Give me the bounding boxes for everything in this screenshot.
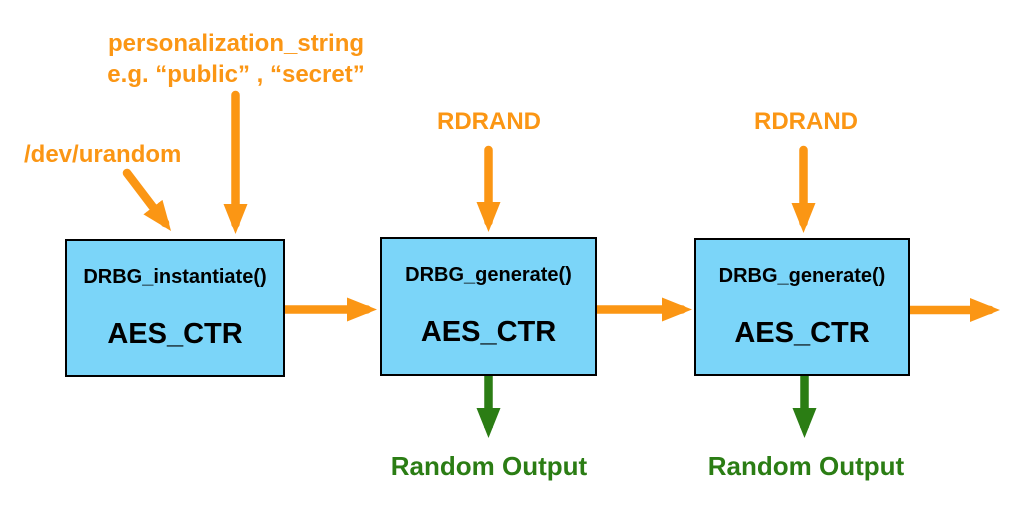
box2-function-label: DRBG_generate() xyxy=(405,264,572,286)
arrow-urandom-to-box1 xyxy=(122,168,172,231)
box3-function-label: DRBG_generate() xyxy=(718,265,886,287)
box3-algorithm-label: AES_CTR xyxy=(734,317,870,349)
box2-algorithm-label: AES_CTR xyxy=(420,316,557,348)
drbg-instantiate-box: DRBG_instantiate() AES_CTR xyxy=(65,239,285,377)
box1-algorithm-label: AES_CTR xyxy=(107,318,243,350)
rdrand-label-box2: RDRAND xyxy=(437,108,541,135)
personalization-line2: e.g. “public” , “secret” xyxy=(107,61,365,88)
dev-urandom-label: /dev/urandom xyxy=(24,141,182,168)
personalization-line1: personalization_string xyxy=(107,30,365,57)
random-output-label-box3: Random Output xyxy=(707,451,905,481)
rdrand-label-box3: RDRAND xyxy=(754,108,858,135)
drbg-generate-box-1: DRBG_generate() AES_CTR xyxy=(380,237,597,376)
drbg-generate-box-2: DRBG_generate() AES_CTR xyxy=(694,238,910,376)
box1-function-label: DRBG_instantiate() xyxy=(83,266,267,288)
personalization-string-label: personalization_string e.g. “public” , “s… xyxy=(56,28,416,90)
random-output-label-box2: Random Output xyxy=(390,451,588,481)
